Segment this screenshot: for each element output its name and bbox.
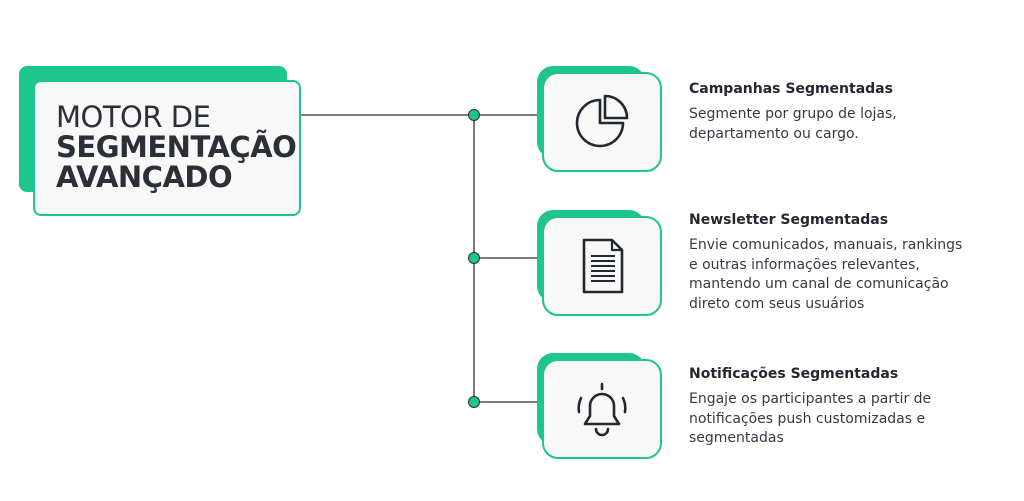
feature-newsletter: Newsletter Segmentadas Envie comunicados… — [689, 212, 989, 314]
feature-description: Segmente por grupo de lojas, departament… — [689, 106, 897, 142]
connector-node — [468, 109, 480, 121]
connector-node — [468, 252, 480, 264]
feature-description: Envie comunicados, manuais, rankings e o… — [689, 237, 963, 312]
feature-campanhas: Campanhas Segmentadas Segmente por grupo… — [689, 81, 989, 144]
feature-description: Engaje os participantes a partir de noti… — [689, 391, 932, 446]
title-line-2: SEGMENTAÇÃO — [56, 130, 297, 164]
connector-node — [468, 396, 480, 408]
feature-notificacoes: Notificações Segmentadas Engaje os parti… — [689, 366, 989, 449]
pie-chart-icon — [575, 94, 629, 148]
document-icon — [582, 238, 624, 294]
title-card: MOTOR DE SEGMENTAÇÃO AVANÇADO — [33, 80, 301, 216]
feature-title: Newsletter Segmentadas — [689, 212, 889, 228]
feature-title: Campanhas Segmentadas — [689, 81, 893, 97]
feature-title: Notificações Segmentadas — [689, 366, 899, 382]
title-line-3: AVANÇADO — [56, 160, 233, 194]
notificacoes-icon-card — [542, 359, 662, 459]
campanhas-icon-card — [542, 72, 662, 172]
title-line-1: MOTOR DE — [56, 100, 211, 134]
newsletter-icon-card — [542, 216, 662, 316]
bell-icon — [577, 382, 627, 437]
